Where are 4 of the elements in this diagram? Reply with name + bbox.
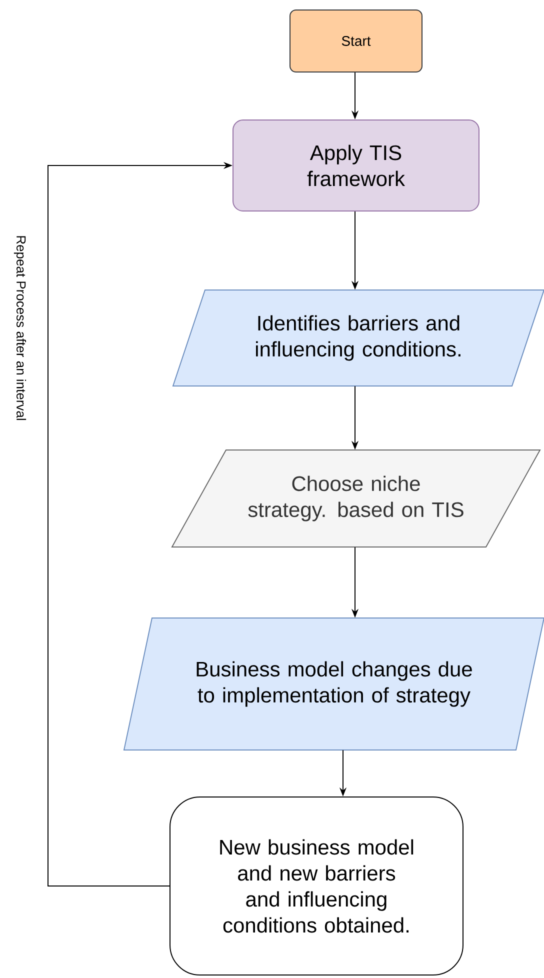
process-box: New business model and new barriers and influencing conditions obtained. bbox=[170, 796, 464, 976]
start-box: Start bbox=[290, 10, 422, 72]
edge-label: Repeat Process after an interval bbox=[14, 236, 26, 420]
process-box: Apply TIS framework bbox=[232, 120, 480, 212]
